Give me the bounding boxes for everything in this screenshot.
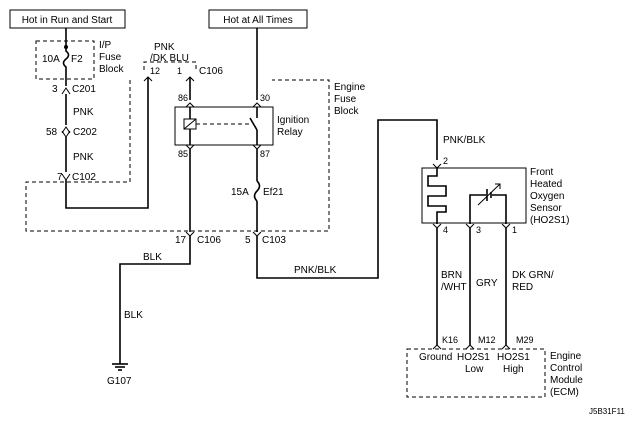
figure-code: J5B31F11 — [589, 407, 625, 416]
fuse-ef21-id: Ef21 — [263, 187, 284, 198]
wire-label-pnk-dkblu-2: /DK BLU — [150, 53, 189, 64]
hot-in-run-and-start-source: Hot in Run and Start — [9, 9, 126, 29]
ecm-ho2s1-high-2: High — [503, 364, 524, 375]
ignition-relay: 86 30 Ignition Relay 85 87 — [174, 93, 309, 159]
c106-top-pin-12: 12 — [150, 66, 160, 76]
engine-control-module: K16 M12 M29 Ground HO2S1 Low HO2S1 High … — [406, 335, 583, 398]
front-heated-oxygen-sensor: 2 Front Heated Oxygen Sensor (HO2S1) 4 3… — [421, 156, 569, 235]
ip-fuse-block-title-3: Block — [99, 64, 124, 75]
engine-fuse-block-title-1: Engine — [334, 82, 366, 93]
wire-label-blk-2: BLK — [124, 310, 143, 321]
sensor-pin-1: 1 — [512, 225, 517, 235]
sensor-title-1: Front — [530, 167, 554, 178]
c201-pin: 3 — [52, 84, 58, 95]
connector-c102: 7 C102 — [57, 172, 96, 183]
fuse-f2-rating: 10A — [42, 54, 60, 65]
heater-element-icon — [427, 168, 447, 224]
ecm-title-2: Control — [550, 363, 582, 374]
ecm-ho2s1-high-1: HO2S1 — [497, 352, 530, 363]
wire-label-dkgrn-red-2: RED — [512, 282, 533, 293]
ground-g107-label: G107 — [107, 376, 132, 387]
ground-symbol-icon — [112, 363, 128, 371]
wire-label-pnk-2: PNK — [73, 152, 94, 163]
sensor-lead-3 — [469, 194, 486, 224]
wire-label-pnk-dkblu-1: PNK — [154, 42, 175, 53]
connector-c106-top: PNK /DK BLU 12 1 C106 — [143, 42, 223, 82]
fuse-ef21: 15A Ef21 — [231, 180, 284, 202]
ip-fuse-block-title-1: I/P — [99, 40, 112, 51]
wire-label-blk-1: BLK — [143, 252, 162, 263]
engine-fuse-block-title-3: Block — [334, 106, 359, 117]
ip-fuse-block-title-2: Fuse — [99, 52, 122, 63]
c103-label: C103 — [262, 235, 286, 246]
c102-pin: 7 — [57, 172, 63, 183]
c202-pin: 58 — [46, 127, 58, 138]
wire-label-brn-wht-1: BRN — [441, 270, 462, 281]
fuse-f2-symbol — [62, 47, 70, 86]
hot-at-all-times-source: Hot at All Times — [208, 9, 308, 29]
hot-at-all-times-label: Hot at All Times — [223, 15, 292, 26]
relay-title-2: Relay — [277, 127, 303, 138]
ecm-ho2s1-low-1: HO2S1 — [457, 352, 490, 363]
ecm-ground-label: Ground — [419, 352, 452, 363]
relay-pin-87: 87 — [260, 149, 270, 159]
fuse-ef21-rating: 15A — [231, 187, 249, 198]
sensor-lead-1 — [492, 194, 507, 224]
ecm-title-1: Engine — [550, 351, 582, 362]
wire-pnk-to-c106 — [65, 77, 149, 209]
sensor-pin-2: 2 — [443, 156, 448, 166]
c202-label: C202 — [73, 127, 97, 138]
ecm-title-3: Module — [550, 375, 583, 386]
engine-fuse-block-boundary — [25, 79, 330, 232]
c106-bottom-label: C106 — [197, 235, 221, 246]
wire-label-brn-wht-2: /WHT — [441, 282, 467, 293]
wire-label-pnk-1: PNK — [73, 107, 94, 118]
sensor-title-5: (HO2S1) — [530, 215, 569, 226]
c106-top-pin-1: 1 — [177, 66, 182, 76]
fuse-f2-id: F2 — [71, 54, 83, 65]
relay-pin-85: 85 — [178, 149, 188, 159]
ecm-title-4: (ECM) — [550, 387, 579, 398]
sensor-title-4: Sensor — [530, 203, 562, 214]
engine-fuse-block-title-2: Fuse — [334, 94, 357, 105]
ip-fuse-block: I/P Fuse Block 10A F2 — [35, 40, 124, 86]
connector-c202: 58 C202 — [46, 126, 97, 138]
c103-pin: 5 — [245, 235, 251, 246]
connector-c103: 5 C103 — [245, 231, 286, 246]
c106-bottom-pin: 17 — [175, 235, 187, 246]
c106-top-label: C106 — [199, 66, 223, 77]
sensor-pin-4: 4 — [443, 225, 448, 235]
ecm-ho2s1-low-2: Low — [465, 364, 484, 375]
wire-pnk-blk — [256, 119, 438, 279]
fuse-ef21-symbol — [253, 180, 261, 202]
c201-label: C201 — [72, 84, 96, 95]
wire-label-pnk-blk-1: PNK/BLK — [294, 265, 337, 276]
relay-pin-30: 30 — [260, 93, 270, 103]
c102-label: C102 — [72, 172, 96, 183]
ecm-pin-k16: K16 — [442, 335, 458, 345]
variable-arrow-icon — [477, 183, 501, 206]
sensor-pin-3: 3 — [476, 225, 481, 235]
relay-title-1: Ignition — [277, 115, 309, 126]
connector-c201: 3 C201 — [52, 84, 96, 95]
relay-pin-86: 86 — [178, 93, 188, 103]
ecm-pin-m29: M29 — [516, 335, 534, 345]
ecm-pin-m12: M12 — [478, 335, 496, 345]
wire-blk-ground — [119, 236, 191, 364]
sensor-title-2: Heated — [530, 179, 562, 190]
wire-label-dkgrn-red-1: DK GRN/ — [512, 270, 554, 281]
connector-c106-bottom: 17 C106 — [175, 231, 221, 246]
wire-label-gry: GRY — [476, 278, 498, 289]
hot-run-start-label: Hot in Run and Start — [22, 15, 113, 26]
wire-label-pnk-blk-2: PNK/BLK — [443, 135, 486, 146]
sensor-title-3: Oxygen — [530, 191, 564, 202]
relay-switch-icon — [249, 117, 258, 131]
